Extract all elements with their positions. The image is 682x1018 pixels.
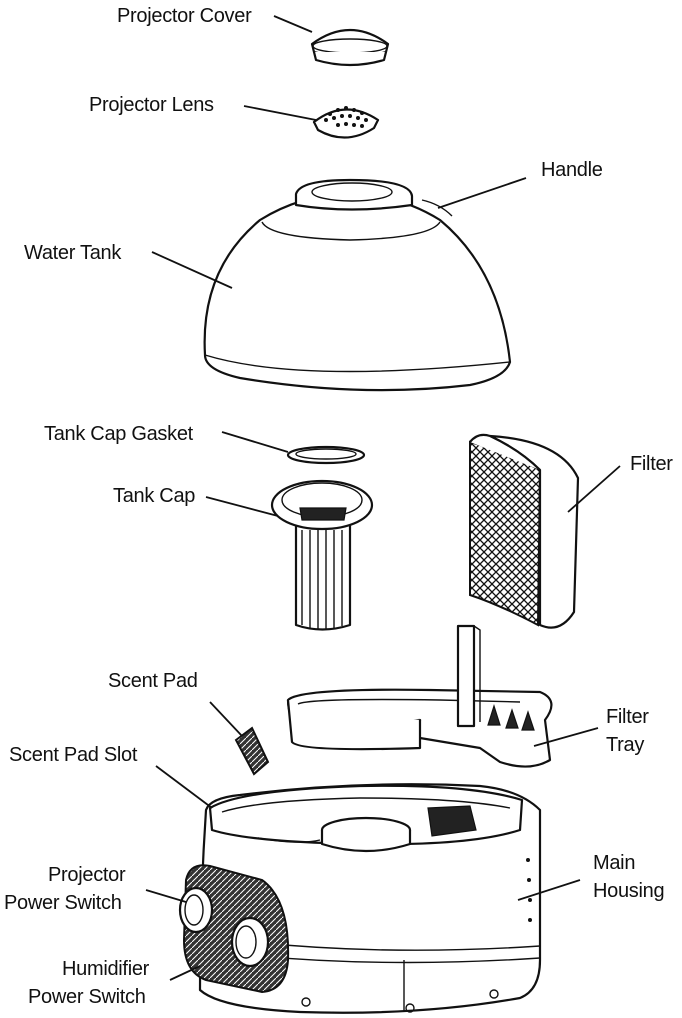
projector-cover-part [310,28,390,67]
label-water-tank: Water Tank [24,242,122,264]
control-panel-part [178,864,290,994]
label-scent-pad: Scent Pad [108,670,198,692]
water-tank-part [203,178,512,392]
tank-cap-part [270,479,374,631]
label-scent-pad-slot: Scent Pad Slot [9,744,138,766]
label-tank-cap: Tank Cap [113,485,195,507]
label-tank-cap-gasket: Tank Cap Gasket [44,423,194,445]
label-projector-cover: Projector Cover [117,5,252,27]
label-filter-tray-line1: Filter [606,706,649,728]
label-filter: Filter [630,453,673,475]
label-main-housing-line2: Housing [593,880,664,902]
scent-pad-part [234,726,270,776]
label-handle: Handle [541,159,603,181]
filter-part [469,433,580,629]
label-filter-tray-line2: Tray [606,734,644,756]
label-projector-lens: Projector Lens [89,94,214,116]
label-projector-switch-line2: Power Switch [4,892,122,914]
tank-cap-gasket-part [286,445,366,465]
label-projector-switch-line1: Projector [48,864,126,886]
filter-tray-part [286,624,553,768]
projector-lens-part [312,106,380,139]
label-humidifier-switch-line1: Humidifier [62,958,150,980]
leader-lines [145,15,621,981]
label-main-housing-line1: Main [593,852,635,874]
label-humidifier-switch-line2: Power Switch [28,986,146,1008]
